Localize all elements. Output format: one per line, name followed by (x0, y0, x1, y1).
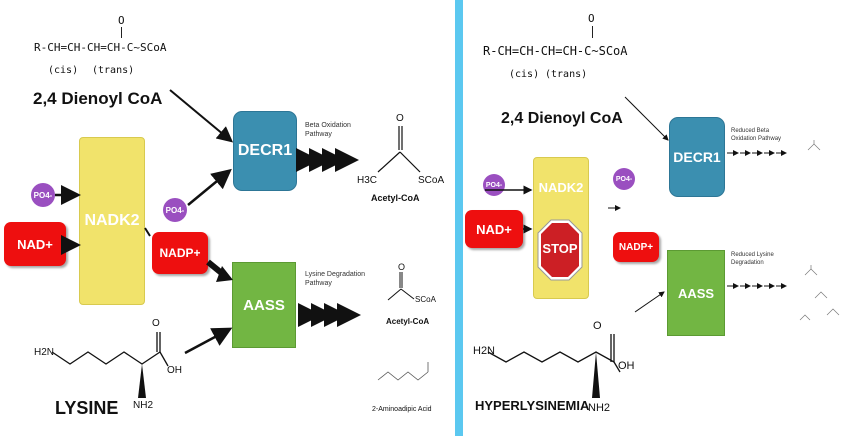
lysine-degradation-label: Lysine Degradation (305, 271, 366, 278)
stop-label: STOP (542, 241, 578, 256)
stop-sign-icon (537, 219, 583, 281)
reduced-beta-label: Reduced Beta (731, 128, 770, 134)
lysine-label: LYSINE (55, 398, 119, 418)
amine-group: H2N (34, 347, 55, 358)
acetyl-coa-label: Acetyl-CoA (386, 317, 430, 326)
trans-label: (trans) (92, 65, 135, 76)
nadk2-enzyme-box: NADK2 (79, 137, 145, 305)
decr1-enzyme-box: DECR1 (233, 111, 297, 191)
decr1-enzyme-box: DECR1 (669, 117, 725, 197)
dienoyl-coa-label: 2,4 Dienoyl CoA (501, 110, 623, 127)
hyperlysinemia-panel: O R-CH=CH-CH=CH-C~SCoA (cis) (trans) 2,4… (463, 0, 850, 436)
hyperlysinemia-label: HYPERLYSINEMIA (475, 398, 590, 413)
dienoyl-coa-label: 2,4 Dienoyl CoA (33, 89, 163, 108)
phosphate-circle: PO4- (163, 198, 187, 222)
dienoyl-structure: R-CH=CH-CH=CH-C~SCoA (483, 44, 628, 58)
cis-label: (cis) (48, 65, 79, 76)
nadp-plus-badge: NADP+ (152, 232, 208, 274)
carbonyl-oxygen: O (118, 14, 125, 27)
double-bond-line (121, 27, 123, 38)
methyl-group: H3C (357, 175, 378, 186)
panel-divider (455, 0, 463, 436)
acetyl-oxygen: O (398, 262, 406, 272)
reduced-lysine-label: Degradation (731, 260, 764, 266)
trans-label: (trans) (545, 69, 588, 80)
dienoyl-structure: R-CH=CH-CH=CH-C~SCoA (34, 41, 167, 54)
carboxyl-oxygen: O (593, 320, 602, 332)
reduced-beta-label: Oxidation Pathway (731, 136, 782, 142)
nad-plus-badge: NAD+ (4, 222, 66, 266)
aass-enzyme-box: AASS (667, 250, 725, 336)
cis-label: (cis) (509, 69, 540, 80)
aass-enzyme-box: AASS (232, 262, 296, 348)
carbonyl-oxygen: O (588, 12, 595, 25)
double-bond-line (592, 26, 594, 38)
scoa-group: SCoA (415, 295, 436, 304)
phosphate-circle: PO4- (31, 183, 55, 207)
pathway-label: Pathway (305, 131, 332, 138)
alpha-amine-group: NH2 (588, 402, 611, 414)
hydroxyl-group: OH (618, 360, 635, 372)
alpha-amine-group: NH2 (133, 400, 154, 411)
hydroxyl-group: OH (167, 365, 182, 376)
nadp-plus-badge: NADP+ (613, 232, 659, 262)
phosphate-circle: PO4- (613, 168, 635, 190)
scoa-group: SCoA (418, 175, 445, 186)
pathway-label: Pathway (305, 280, 332, 287)
beta-oxidation-label: Beta Oxidation (305, 122, 351, 129)
normal-pathway-panel: O R-CH=CH-CH=CH-C~SCoA (cis) (trans) 2,4… (4, 14, 445, 418)
acetyl-oxygen: O (396, 113, 404, 124)
carboxyl-oxygen: O (152, 318, 160, 329)
reduced-lysine-label: Reduced Lysine (731, 252, 774, 258)
nad-plus-badge: NAD+ (465, 210, 523, 248)
amine-group: H2N (473, 345, 496, 357)
aminoadipic-acid-label: 2-Aminoadipic Acid (372, 406, 432, 413)
acetyl-coa-label: Acetyl-CoA (371, 193, 420, 203)
